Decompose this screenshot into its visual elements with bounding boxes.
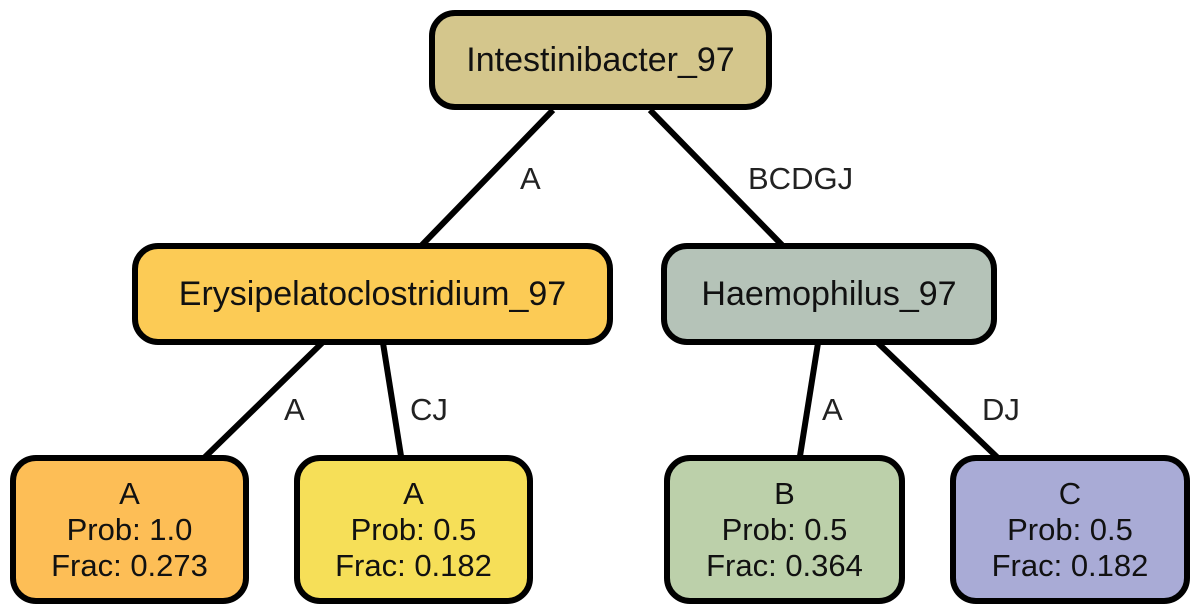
- leaf-label: B: [774, 475, 795, 511]
- node-label: Haemophilus_97: [701, 275, 957, 313]
- node-intestinibacter: Intestinibacter_97: [429, 10, 772, 110]
- edge-haemophilus-leaf3: [797, 342, 821, 457]
- node-label: Erysipelatoclostridium_97: [178, 275, 567, 313]
- leaf-frac: Frac: 0.182: [991, 547, 1149, 583]
- leaf-prob: Prob: 1.0: [66, 511, 193, 547]
- leaf-prob: Prob: 0.5: [1007, 511, 1133, 547]
- leaf-node-a-2: A Prob: 0.5 Frac: 0.182: [294, 455, 533, 604]
- node-label: Intestinibacter_97: [466, 41, 735, 79]
- edge-root-haemophilus: [647, 107, 785, 248]
- leaf-label: A: [403, 475, 424, 511]
- edge-root-erysipelato: [419, 107, 556, 248]
- leaf-label: C: [1058, 475, 1082, 511]
- edge-erysipelato-leaf1: [201, 340, 325, 461]
- leaf-frac: Frac: 0.182: [335, 547, 492, 583]
- leaf-frac: Frac: 0.273: [51, 547, 208, 583]
- edge-label-erysipelato-leaf2: CJ: [410, 392, 448, 427]
- edge-erysipelato-leaf2: [380, 342, 404, 457]
- leaf-node-a-1: A Prob: 1.0 Frac: 0.273: [10, 455, 249, 604]
- edge-haemophilus-leaf4: [875, 340, 1001, 461]
- edge-label-root-erysipelato: A: [520, 161, 541, 196]
- node-haemophilus: Haemophilus_97: [661, 243, 997, 345]
- edge-label-haemophilus-leaf3: A: [822, 392, 843, 427]
- leaf-node-b: B Prob: 0.5 Frac: 0.364: [664, 455, 905, 604]
- edge-label-haemophilus-leaf4: DJ: [982, 392, 1020, 427]
- leaf-prob: Prob: 0.5: [721, 511, 848, 547]
- leaf-node-c: C Prob: 0.5 Frac: 0.182: [950, 455, 1190, 604]
- edge-label-erysipelato-leaf1: A: [284, 392, 305, 427]
- leaf-label: A: [119, 475, 140, 511]
- leaf-frac: Frac: 0.364: [706, 547, 863, 583]
- leaf-prob: Prob: 0.5: [350, 511, 477, 547]
- edge-label-root-haemophilus: BCDGJ: [748, 161, 854, 196]
- node-erysipelatoclostridium: Erysipelatoclostridium_97: [132, 243, 613, 345]
